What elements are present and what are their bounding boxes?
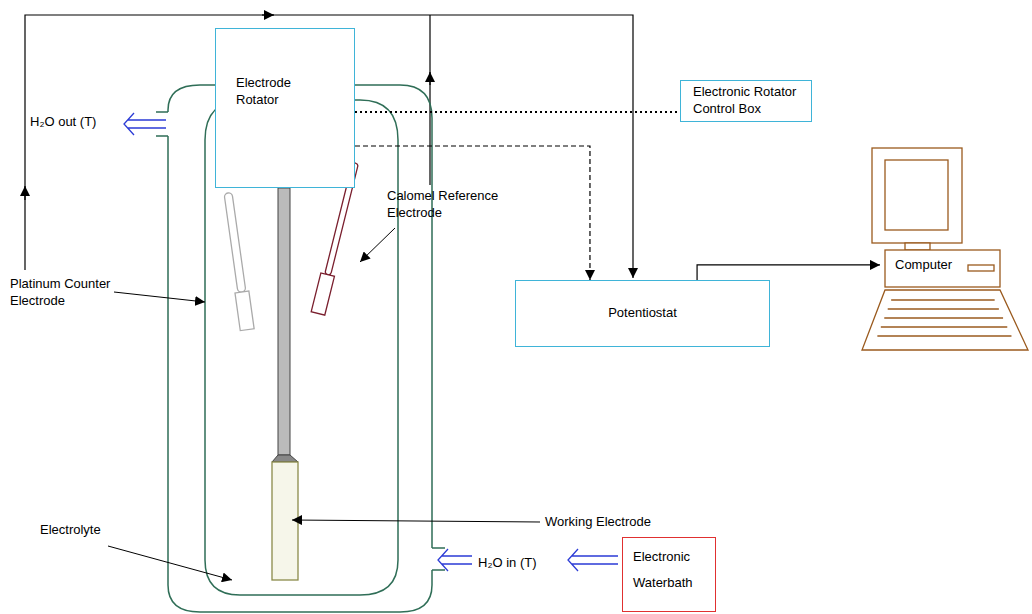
computer-drawing [880, 145, 1030, 355]
control-cable [355, 111, 680, 113]
signal-connector [355, 146, 590, 280]
electrode-label: Platinum Counter Electrode [10, 276, 120, 310]
node-label: Electrode Rotator [236, 75, 311, 109]
computer-icon: Computer [880, 145, 1030, 355]
signal-connector [697, 265, 880, 280]
flow-label: H₂O out (T) [30, 114, 125, 131]
counter-electrode [221, 192, 254, 331]
electrode-label: Working Electrode [545, 514, 675, 531]
node-label: Electronic Waterbath [633, 544, 709, 596]
node-label: Potentiostat [526, 305, 759, 322]
node-label: Electronic Rotator Control Box [693, 84, 803, 118]
rotator-box: Electrode Rotator [215, 28, 355, 188]
electrode-label: Calomel Reference Electrode [387, 188, 527, 222]
working-electrode [272, 188, 298, 580]
electrolyte-label: Electrolyte [40, 522, 130, 539]
control-box: Electronic Rotator Control Box [680, 80, 812, 122]
flow-label: H₂O in (T) [478, 555, 568, 572]
leader-line [108, 228, 540, 580]
waterbath-box: Electronic Waterbath [622, 537, 716, 612]
node-label: Computer [893, 257, 954, 274]
potentiostat-box: Potentiostat [515, 280, 770, 347]
